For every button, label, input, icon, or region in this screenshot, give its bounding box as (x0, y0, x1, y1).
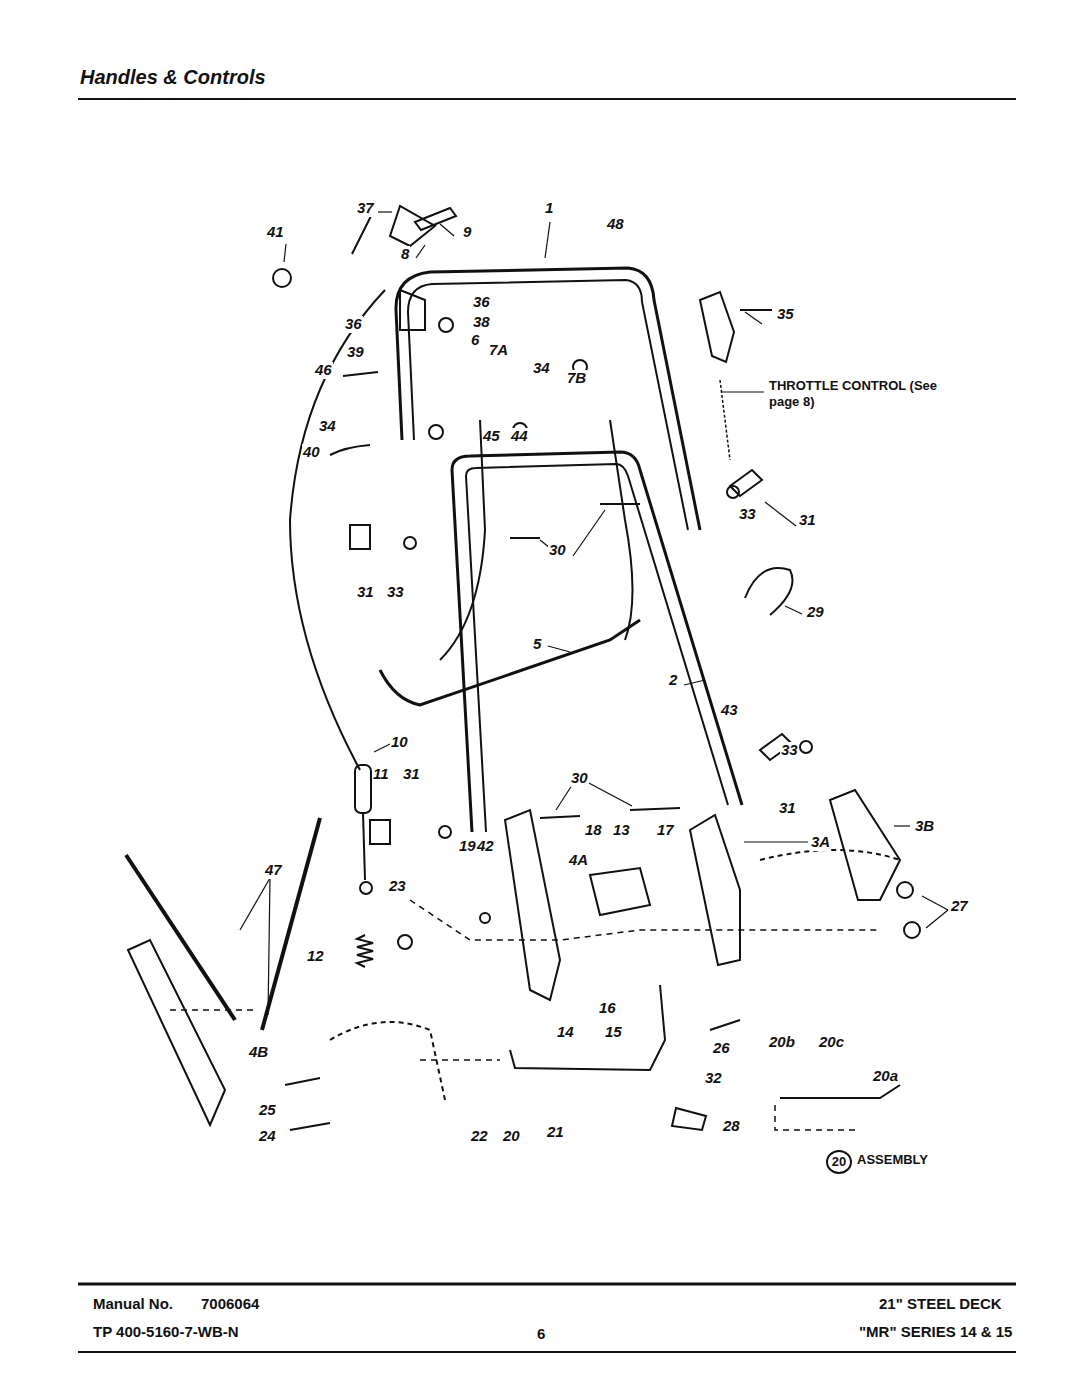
callout-number: 19 (458, 838, 477, 855)
footer-text: 21" STEEL DECK (878, 1296, 1003, 1313)
callout-number: 29 (806, 604, 825, 621)
callout-number: 27 (950, 898, 969, 915)
callout-number: 25 (258, 1102, 277, 1119)
callout-number: 18 (584, 822, 603, 839)
callout-number: 38 (472, 314, 491, 331)
callout-number: 6 (470, 332, 480, 349)
callout-number: 8 (400, 246, 410, 263)
callout-number: 3B (914, 818, 935, 835)
callout-number: 26 (712, 1040, 731, 1057)
callout-number: 32 (704, 1070, 723, 1087)
callout-number: 20c (818, 1034, 845, 1051)
note-text: THROTTLE CONTROL (See page 8) (768, 378, 945, 409)
callout-number: 20 (502, 1128, 521, 1145)
callout-number: 33 (386, 584, 405, 601)
callout-number: 4A (568, 852, 589, 869)
callout-number: 28 (722, 1118, 741, 1135)
footer-text: 7006064 (200, 1296, 260, 1313)
footer-text: "MR" SERIES 14 & 15 (858, 1324, 1013, 1341)
callout-number: 17 (656, 822, 675, 839)
callout-number: 20b (768, 1034, 796, 1051)
callout-number: 10 (390, 734, 409, 751)
callout-number: 34 (532, 360, 551, 377)
callout-number: 1 (544, 200, 554, 217)
page-title: Handles & Controls (80, 66, 266, 89)
callout-number: 30 (570, 770, 589, 787)
callout-number: 20a (872, 1068, 899, 1085)
callout-number: 45 (482, 428, 501, 445)
callout-number: 34 (318, 418, 337, 435)
callout-number: 35 (776, 306, 795, 323)
callout-number: 36 (472, 294, 491, 311)
assembly-label: ASSEMBLY (856, 1153, 929, 1167)
callout-number: 13 (612, 822, 631, 839)
callout-number: 14 (556, 1024, 575, 1041)
callout-number: 44 (510, 428, 529, 445)
callout-number: 11 (372, 766, 390, 783)
assembly-circle: 20 (826, 1150, 852, 1174)
footer-text: TP 400-5160-7-WB-N (92, 1324, 240, 1341)
callout-number: 31 (356, 584, 375, 601)
callout-number: 33 (780, 742, 799, 759)
callout-number: 48 (606, 216, 625, 233)
callout-number: 41 (266, 224, 285, 241)
callout-number: 31 (778, 800, 797, 817)
callout-number: 21 (546, 1124, 565, 1141)
callout-number: 33 (738, 506, 757, 523)
callout-number: 3A (810, 834, 831, 851)
callout-number: 43 (720, 702, 739, 719)
callout-number: 46 (314, 362, 333, 379)
callout-number: 23 (388, 878, 407, 895)
callout-number: 15 (604, 1024, 623, 1041)
footer-text: Manual No. (92, 1296, 174, 1313)
footer-text: 6 (536, 1326, 546, 1343)
callout-number: 39 (346, 344, 365, 361)
callout-number: 12 (306, 948, 325, 965)
callout-number: 36 (344, 316, 363, 333)
callout-number: 7A (488, 342, 509, 359)
callout-number: 47 (264, 862, 283, 879)
callout-number: 16 (598, 1000, 617, 1017)
callout-number: 40 (302, 444, 321, 461)
callout-number: 2 (668, 672, 678, 689)
callout-number: 37 (356, 200, 375, 217)
callout-number: 7B (566, 370, 587, 387)
callout-number: 24 (258, 1128, 277, 1145)
callout-number: 22 (470, 1128, 489, 1145)
callout-number: 31 (402, 766, 421, 783)
callout-number: 9 (462, 224, 472, 241)
callout-number: 31 (798, 512, 817, 529)
callout-number: 5 (532, 636, 542, 653)
callout-number: 4B (248, 1044, 269, 1061)
callout-number: 30 (548, 542, 567, 559)
callout-number: 42 (476, 838, 495, 855)
